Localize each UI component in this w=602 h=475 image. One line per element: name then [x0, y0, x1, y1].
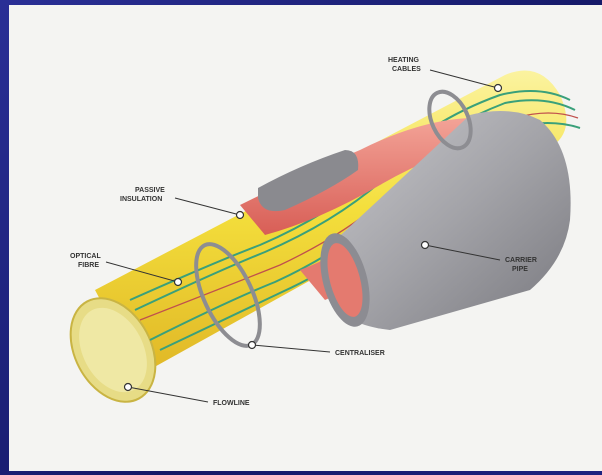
- label-passive-insulation-line1: PASSIVE: [135, 187, 165, 194]
- label-optical-fibre-line1: OPTICAL: [70, 253, 101, 260]
- label-flowline: FLOWLINE: [213, 400, 250, 407]
- label-optical-fibre-line2: FIBRE: [78, 262, 99, 269]
- label-heating-cables-line1: HEATING: [388, 57, 420, 64]
- label-passive-insulation-line2: INSULATION: [120, 196, 162, 203]
- label-heating-cables-line2: CABLES: [392, 66, 421, 73]
- label-carrier-pipe-line1: CARRIER: [505, 257, 537, 264]
- label-centraliser: CENTRALISER: [335, 350, 385, 357]
- label-carrier-pipe-line2: PIPE: [512, 266, 528, 273]
